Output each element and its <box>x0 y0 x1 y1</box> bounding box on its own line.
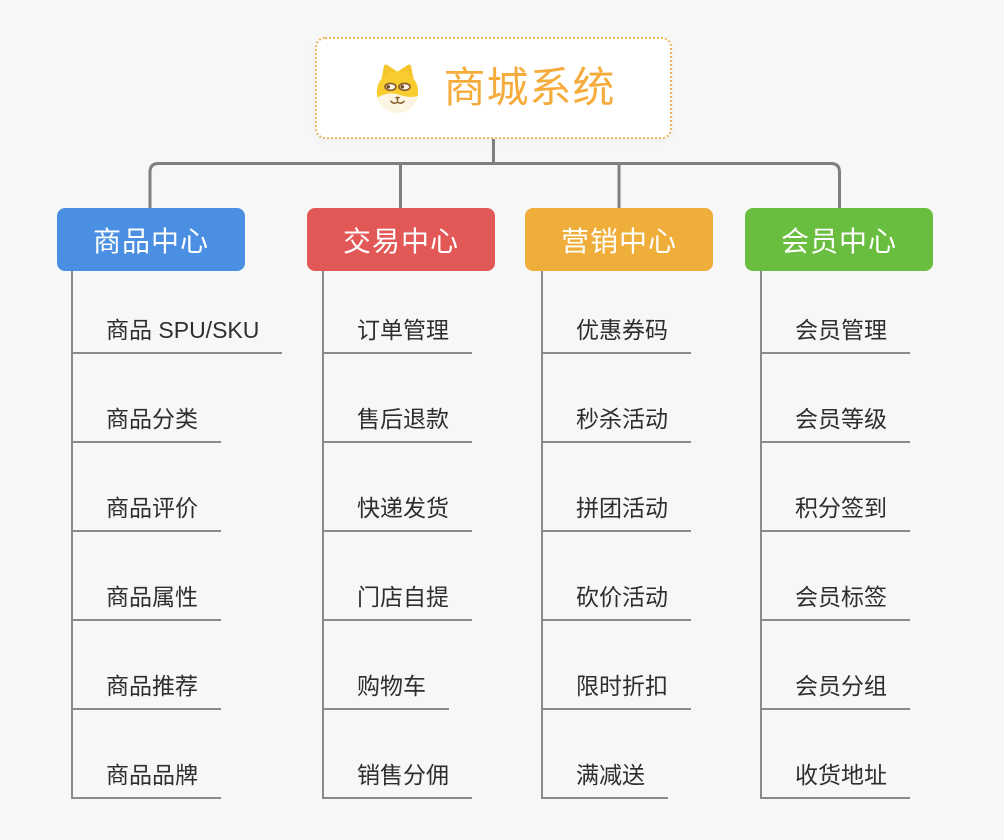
leaf-topic[interactable]: 会员分组 <box>761 672 910 710</box>
branch-box-trade[interactable]: 交易中心 <box>307 208 495 271</box>
leaf-topic[interactable]: 门店自提 <box>323 583 472 621</box>
leaf-topic[interactable]: 会员管理 <box>761 316 910 354</box>
leaf-topic[interactable]: 商品 SPU/SKU <box>72 316 283 354</box>
leaf-column-product: 商品 SPU/SKU 商品分类商品评价商品属性商品推荐商品品牌 <box>72 271 283 799</box>
leaf-topic[interactable]: 积分签到 <box>761 494 910 532</box>
leaf-topic[interactable]: 商品推荐 <box>72 672 221 710</box>
leaf-column-member: 会员管理会员等级积分签到会员标签会员分组收货地址 <box>761 271 910 799</box>
leaf-topic[interactable]: 拼团活动 <box>542 494 691 532</box>
leaf-topic[interactable]: 订单管理 <box>323 316 472 354</box>
leaf-topic[interactable]: 满减送 <box>542 761 668 799</box>
trunk-line-marketing <box>541 271 543 799</box>
leaf-topic[interactable]: 商品评价 <box>72 494 221 532</box>
leaf-topic[interactable]: 砍价活动 <box>542 583 691 621</box>
leaf-topic[interactable]: 销售分佣 <box>323 761 472 799</box>
root-topic-label: 商城系统 <box>443 64 616 111</box>
leaf-column-marketing: 优惠券码秒杀活动拼团活动砍价活动限时折扣满减送 <box>542 271 691 799</box>
leaf-topic[interactable]: 会员标签 <box>761 583 910 621</box>
leaf-topic[interactable]: 商品属性 <box>72 583 221 621</box>
trunk-line-member <box>760 271 762 799</box>
trunk-line-trade <box>322 271 324 799</box>
leaf-topic[interactable]: 优惠券码 <box>542 316 691 354</box>
leaf-topic[interactable]: 商品品牌 <box>72 761 221 799</box>
branch-box-member[interactable]: 会员中心 <box>745 208 933 271</box>
leaf-topic[interactable]: 会员等级 <box>761 405 910 443</box>
trunk-line-product <box>71 271 73 799</box>
dog-face-icon <box>377 63 419 113</box>
leaf-topic[interactable]: 购物车 <box>323 672 449 710</box>
branch-box-product[interactable]: 商品中心 <box>57 208 245 271</box>
leaf-topic[interactable]: 限时折扣 <box>542 672 691 710</box>
leaf-topic[interactable]: 秒杀活动 <box>542 405 691 443</box>
root-topic[interactable]: 商城系统 <box>315 37 672 139</box>
leaf-topic[interactable]: 收货地址 <box>761 761 910 799</box>
leaf-topic[interactable]: 商品分类 <box>72 405 221 443</box>
branch-box-marketing[interactable]: 营销中心 <box>525 208 713 271</box>
leaf-topic[interactable]: 快递发货 <box>323 494 472 532</box>
leaf-topic[interactable]: 售后退款 <box>323 405 472 443</box>
leaf-column-trade: 订单管理售后退款快递发货门店自提购物车销售分佣 <box>323 271 472 799</box>
